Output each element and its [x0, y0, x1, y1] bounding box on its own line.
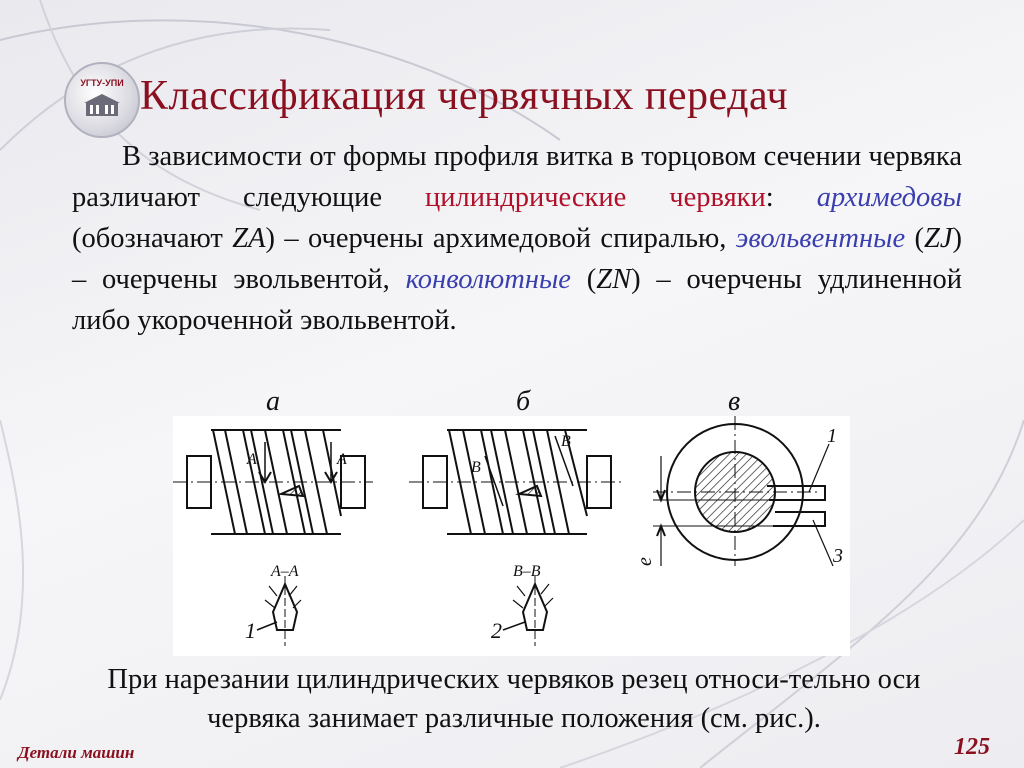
worm-a-drawing [173, 429, 373, 646]
section-label-a: А–А [270, 563, 299, 580]
code-zn: ZN [596, 264, 632, 295]
university-logo: УГТУ-УПИ [64, 62, 140, 138]
logo-text: УГТУ-УПИ [80, 78, 124, 88]
worm-b-drawing [409, 429, 621, 646]
text-segment: В зависимости от формы профиля витка в т… [72, 141, 962, 213]
worm-drawing-svg: А А В В А–А В–В 1 2 1 3 e [173, 416, 843, 646]
figure-label-b: б [516, 386, 531, 417]
text-segment: ) – очерчены эвольвентой, [72, 223, 962, 295]
term-cylindrical-worms: цилиндрические червяки [424, 182, 766, 213]
figure-label-v: в [728, 386, 741, 417]
callout-3: 3 [832, 545, 843, 567]
dimension-e: e [634, 557, 656, 566]
label-a-mark: А [336, 451, 347, 468]
code-zj: ZJ [923, 223, 953, 254]
label-a-mark: А [246, 451, 257, 468]
slide-title: Классификация червячных передач [140, 73, 789, 119]
callout-2: 2 [491, 618, 502, 643]
worm-drawing-figure: А А В В А–А В–В 1 2 1 3 e [173, 416, 850, 656]
page-number: 125 [954, 734, 990, 760]
bottom-caption: При нарезании цилиндрических червяков ре… [107, 664, 921, 734]
text-segment: (обозначают [72, 223, 233, 254]
course-name: Детали машин [18, 743, 135, 762]
callout-1: 1 [245, 618, 256, 643]
worm-v-drawing [653, 416, 834, 567]
term-archimedean: архимедовы [816, 182, 962, 213]
callout-1-right: 1 [827, 425, 837, 447]
text-segment: ( [905, 223, 924, 254]
text-segment: ) – очерчены удлиненной либо укороченной… [72, 264, 963, 336]
label-b-mark: В [561, 433, 571, 450]
code-za: ZA [232, 223, 266, 254]
figure-label-a: а [266, 386, 280, 417]
text-segment: ) – очерчены архимедовой спиралью, [265, 223, 736, 254]
body-paragraph: В зависимости от формы профиля витка в т… [72, 136, 962, 341]
section-label-b: В–В [513, 563, 541, 580]
term-convolute: конволютные [405, 264, 571, 295]
text-segment: ( [570, 264, 597, 295]
building-icon [84, 94, 120, 116]
term-involute: эвольвентные [735, 223, 906, 254]
text-segment: : [765, 182, 817, 213]
label-b-mark: В [471, 459, 481, 476]
